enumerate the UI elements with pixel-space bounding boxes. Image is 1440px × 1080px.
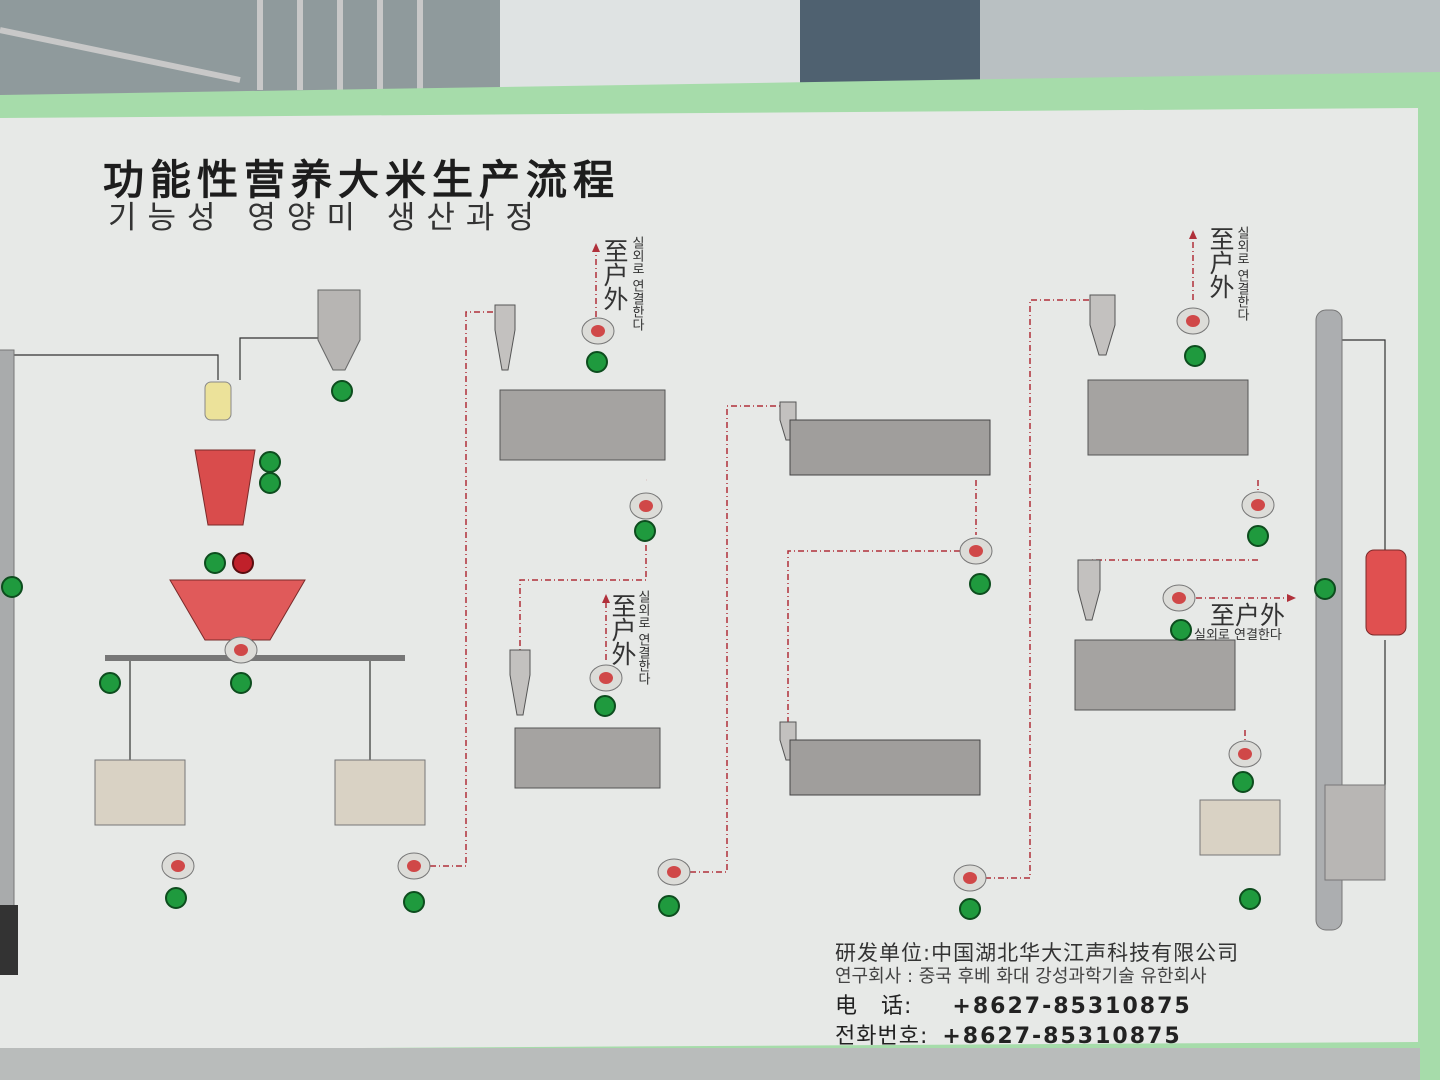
blowers [161, 307, 1275, 892]
green-indicator-light [1247, 525, 1269, 547]
yellow-feeder [204, 381, 232, 421]
background-window [500, 0, 800, 90]
rice-mills [789, 419, 991, 796]
phone-label-cn: 电 话: [835, 994, 913, 1019]
red-hopper [194, 449, 256, 526]
outdoor-label-3: 至户外 [1206, 226, 1235, 298]
green-indicator-light [204, 552, 226, 574]
outdoor-label-3-kr: 실외로 연결한다 [1234, 226, 1249, 322]
outdoor-label-4: 至户外 [1210, 601, 1286, 630]
phone-label-kr: 전화번호: [835, 1024, 929, 1049]
green-indicator-light [969, 573, 991, 595]
green-indicator-light [165, 887, 187, 909]
green-indicator-light [658, 895, 680, 917]
control-box [0, 905, 18, 975]
blower-core [963, 872, 977, 884]
left-elevator-pipe [0, 349, 15, 921]
blower-core [599, 672, 613, 684]
blower-core [969, 545, 983, 557]
green-indicator-light [1, 576, 23, 598]
green-indicator-light [1314, 578, 1336, 600]
blower-core [639, 500, 653, 512]
outdoor-label-2-kr: 실외로 연결한다 [635, 590, 650, 686]
green-indicator-light [1232, 771, 1254, 793]
screw-conveyor [105, 655, 405, 661]
blower-core [1251, 499, 1265, 511]
indicator-lights [1, 345, 1336, 920]
blower-core [1186, 315, 1200, 327]
right-elevator-pipe [1315, 309, 1343, 931]
connection-lines [0, 337, 1386, 790]
green-indicator-light [403, 891, 425, 913]
cyclones [494, 294, 1116, 761]
blower-core [667, 866, 681, 878]
outdoor-label-1-kr: 실외로 연결한다 [629, 236, 644, 332]
red-cylinder [1365, 549, 1407, 636]
green-indicator-light [1239, 888, 1261, 910]
green-indicator-light [99, 672, 121, 694]
green-indicator-light [331, 380, 353, 402]
phone-number: +8627-85310875 [952, 994, 1192, 1019]
green-indicator-light [586, 351, 608, 373]
title-chinese: 功能性营养大米生产流程 [103, 156, 620, 204]
developer-cn: 研发单位:中国湖北华大江声科技有限公司 [835, 941, 1240, 965]
blower-core [1238, 748, 1252, 760]
green-indicator-light [230, 672, 252, 694]
blower-core [407, 860, 421, 872]
red-mixer [169, 579, 306, 641]
green-indicator-light [594, 695, 616, 717]
railing [0, 0, 423, 90]
phone-number-kr: +8627-85310875 [942, 1024, 1182, 1049]
outdoor-label-1: 至户外 [600, 238, 629, 310]
green-indicator-light [259, 472, 281, 494]
green-indicator-light [1184, 345, 1206, 367]
dryers [499, 379, 1249, 789]
blower-core [1172, 592, 1186, 604]
background-glass [800, 0, 980, 90]
developer-kr: 연구회사 : 중국 후베 화대 강성과학기술 유한회사 [835, 966, 1207, 987]
blower-core [234, 644, 248, 656]
red-indicator-light [232, 552, 254, 574]
polishers [94, 759, 1386, 881]
phone-row-cn: 电 话: +8627-85310875 [835, 988, 1192, 1020]
outdoor-label-2: 至户外 [608, 593, 637, 665]
title-korean: 기능성 영양미 생산과정 [108, 200, 545, 236]
green-indicator-light [959, 898, 981, 920]
silo [317, 289, 361, 371]
blower-core [591, 325, 605, 337]
green-indicator-light [1170, 619, 1192, 641]
arrow-heads [592, 230, 1296, 603]
green-indicator-light [634, 520, 656, 542]
outdoor-label-4-kr: 실외로 연결한다 [1194, 628, 1282, 643]
blower-core [171, 860, 185, 872]
green-indicator-light [259, 451, 281, 473]
phone-row-kr: 전화번호: +8627-85310875 [835, 1018, 1182, 1050]
flow-lines [430, 235, 1290, 879]
